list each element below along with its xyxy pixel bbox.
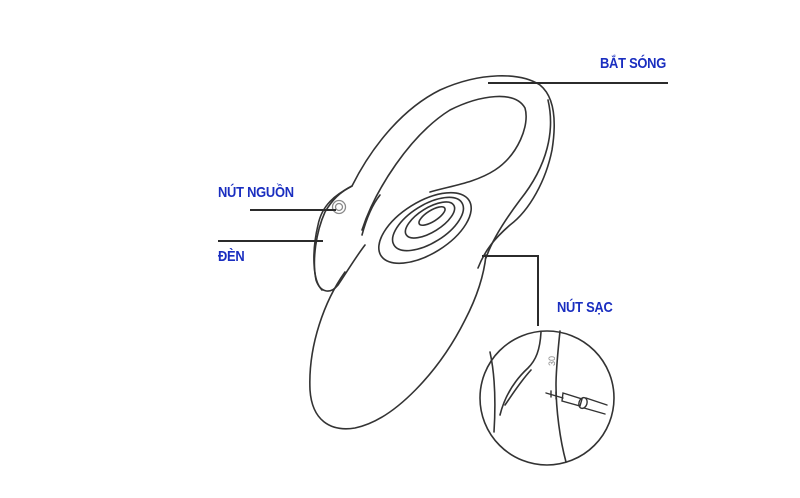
- label-nut-nguon: NÚT NGUỒN: [218, 184, 294, 201]
- vibration-rings: [377, 191, 473, 265]
- label-den: ĐÈN: [218, 248, 245, 265]
- leader-nut-sac: [482, 255, 539, 326]
- device-lower-body: [309, 254, 487, 430]
- charging-port-inset: [479, 330, 615, 466]
- device-left-lobe: [313, 185, 366, 292]
- label-nut-sac: NÚT SẠC: [557, 299, 613, 316]
- audio-jack-icon: [545, 390, 608, 415]
- port-marking: 30: [547, 356, 557, 366]
- label-bat-song: BẮT SÓNG: [600, 55, 667, 72]
- device-upper-band-inner: [361, 95, 527, 231]
- power-button-icon: [331, 199, 347, 215]
- device-upper-band-outer: [313, 75, 556, 291]
